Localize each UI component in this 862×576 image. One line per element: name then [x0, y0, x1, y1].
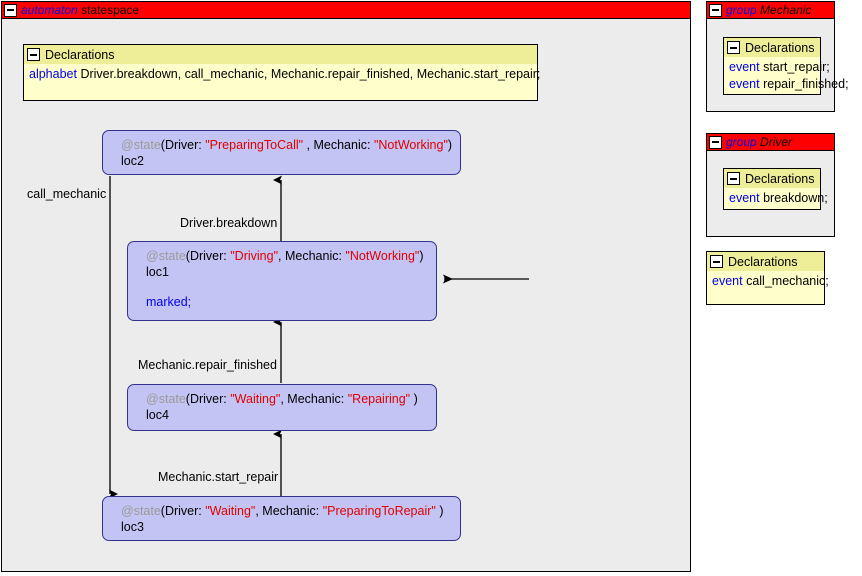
state-signature-loc1: @state(Driver: "Driving", Mechanic: "Not… [146, 248, 426, 264]
group-keyword: group [726, 3, 757, 17]
group-panel-driver: group Driver Declarations event breakdow… [706, 133, 835, 237]
minus-toggle-icon[interactable] [709, 135, 722, 149]
event-text: breakdown; [763, 191, 828, 205]
declarations-body: event breakdown; [724, 188, 828, 212]
edge-label-driver-breakdown: Driver.breakdown [180, 216, 278, 230]
event-keyword: event [729, 60, 760, 74]
event-line: event repair_finished; [729, 76, 849, 93]
state-node-loc3[interactable]: @state(Driver: "Waiting", Mechanic: "Pre… [102, 496, 461, 541]
declarations-body: event call_mechanic; [707, 271, 829, 295]
state-node-loc2[interactable]: @state(Driver: "PreparingToCall" , Mecha… [102, 130, 461, 175]
alphabet-line: alphabet Driver.breakdown, call_mechanic… [29, 66, 540, 83]
declarations-header[interactable]: Declarations [724, 169, 820, 188]
minus-toggle-icon[interactable] [727, 41, 740, 54]
state-signature-loc3: @state(Driver: "Waiting", Mechanic: "Pre… [121, 503, 450, 519]
state-name-loc3: loc3 [121, 520, 144, 534]
state-signature-loc2: @state(Driver: "PreparingToCall" , Mecha… [121, 137, 453, 153]
event-text: start_repair; [763, 60, 830, 74]
event-line: event start_repair; [729, 59, 830, 76]
declarations-body: alphabet Driver.breakdown, call_mechanic… [24, 64, 540, 88]
declarations-header[interactable]: Declarations [724, 38, 820, 57]
edge-label-call-mechanic: call_mechanic [27, 187, 107, 201]
group-mechanic-title: group Mechanic [726, 3, 811, 17]
state-node-loc4[interactable]: @state(Driver: "Waiting", Mechanic: "Rep… [127, 384, 437, 431]
declarations-header-label: Declarations [745, 40, 815, 55]
declarations-header-label: Declarations [728, 254, 798, 269]
event-keyword: event [729, 77, 760, 91]
state-signature-text: (Driver: "PreparingToCall" , Mechanic: "… [160, 138, 453, 152]
minus-toggle-icon[interactable] [27, 48, 40, 61]
state-marked-loc1: marked; [146, 295, 192, 309]
state-name-loc1: loc1 [146, 265, 169, 279]
event-text: repair_finished; [763, 77, 849, 91]
group-keyword: group [726, 135, 757, 149]
alphabet-keyword: alphabet [29, 67, 77, 81]
state-name-loc4: loc4 [146, 408, 169, 422]
event-text: call_mechanic; [746, 274, 829, 288]
edge-label-mechanic-start-repair: Mechanic.start_repair [158, 470, 279, 484]
declarations-body: event start_repair; event repair_finishe… [724, 57, 849, 98]
global-declarations-box: Declarations event call_mechanic; [706, 251, 829, 305]
automaton-titlebar[interactable]: automaton statespace [2, 2, 690, 19]
state-name-loc2: loc2 [121, 154, 144, 168]
minus-toggle-icon[interactable] [4, 3, 17, 17]
group-mechanic-declarations-box: Declarations event start_repair; event r… [723, 37, 849, 98]
group-panel-mechanic: group Mechanic Declarations event start_… [706, 1, 849, 112]
state-annotation: @state [146, 392, 186, 406]
event-line: event breakdown; [729, 190, 828, 207]
group-name: Mechanic [760, 3, 812, 17]
edge-label-mechanic-repair-finished: Mechanic.repair_finished [138, 358, 277, 372]
automaton-title: automaton statespace [21, 3, 139, 17]
event-keyword: event [712, 274, 743, 288]
declarations-header[interactable]: Declarations [707, 252, 824, 271]
state-signature-text: (Driver: "Driving", Mechanic: "NotWorkin… [185, 249, 424, 263]
event-line: event call_mechanic; [712, 273, 829, 290]
automaton-name: statespace [81, 3, 140, 17]
group-driver-titlebar[interactable]: group Driver [707, 134, 834, 151]
state-signature-text: (Driver: "Waiting", Mechanic: "Preparing… [160, 504, 444, 518]
declarations-header[interactable]: Declarations [24, 45, 537, 64]
automaton-panel: automaton statespace Declarations alphab… [1, 1, 691, 572]
automaton-declarations-box: Declarations alphabet Driver.breakdown, … [23, 44, 540, 101]
event-keyword: event [729, 191, 760, 205]
declarations-header-label: Declarations [45, 47, 115, 62]
state-annotation: @state [121, 504, 161, 518]
automaton-keyword: automaton [21, 3, 78, 17]
alphabet-text: Driver.breakdown, call_mechanic, Mechani… [80, 67, 541, 81]
state-signature-text: (Driver: "Waiting", Mechanic: "Repairing… [185, 392, 418, 406]
state-annotation: @state [121, 138, 161, 152]
state-node-loc1[interactable]: @state(Driver: "Driving", Mechanic: "Not… [127, 241, 437, 321]
group-driver-title: group Driver [726, 135, 792, 149]
group-name: Driver [760, 135, 793, 149]
state-annotation: @state [146, 249, 186, 263]
minus-toggle-icon[interactable] [709, 3, 722, 17]
group-mechanic-titlebar[interactable]: group Mechanic [707, 2, 834, 19]
state-signature-loc4: @state(Driver: "Waiting", Mechanic: "Rep… [146, 391, 426, 407]
minus-toggle-icon[interactable] [710, 255, 723, 268]
minus-toggle-icon[interactable] [727, 172, 740, 185]
group-driver-declarations-box: Declarations event breakdown; [723, 168, 828, 212]
declarations-header-label: Declarations [745, 171, 815, 186]
